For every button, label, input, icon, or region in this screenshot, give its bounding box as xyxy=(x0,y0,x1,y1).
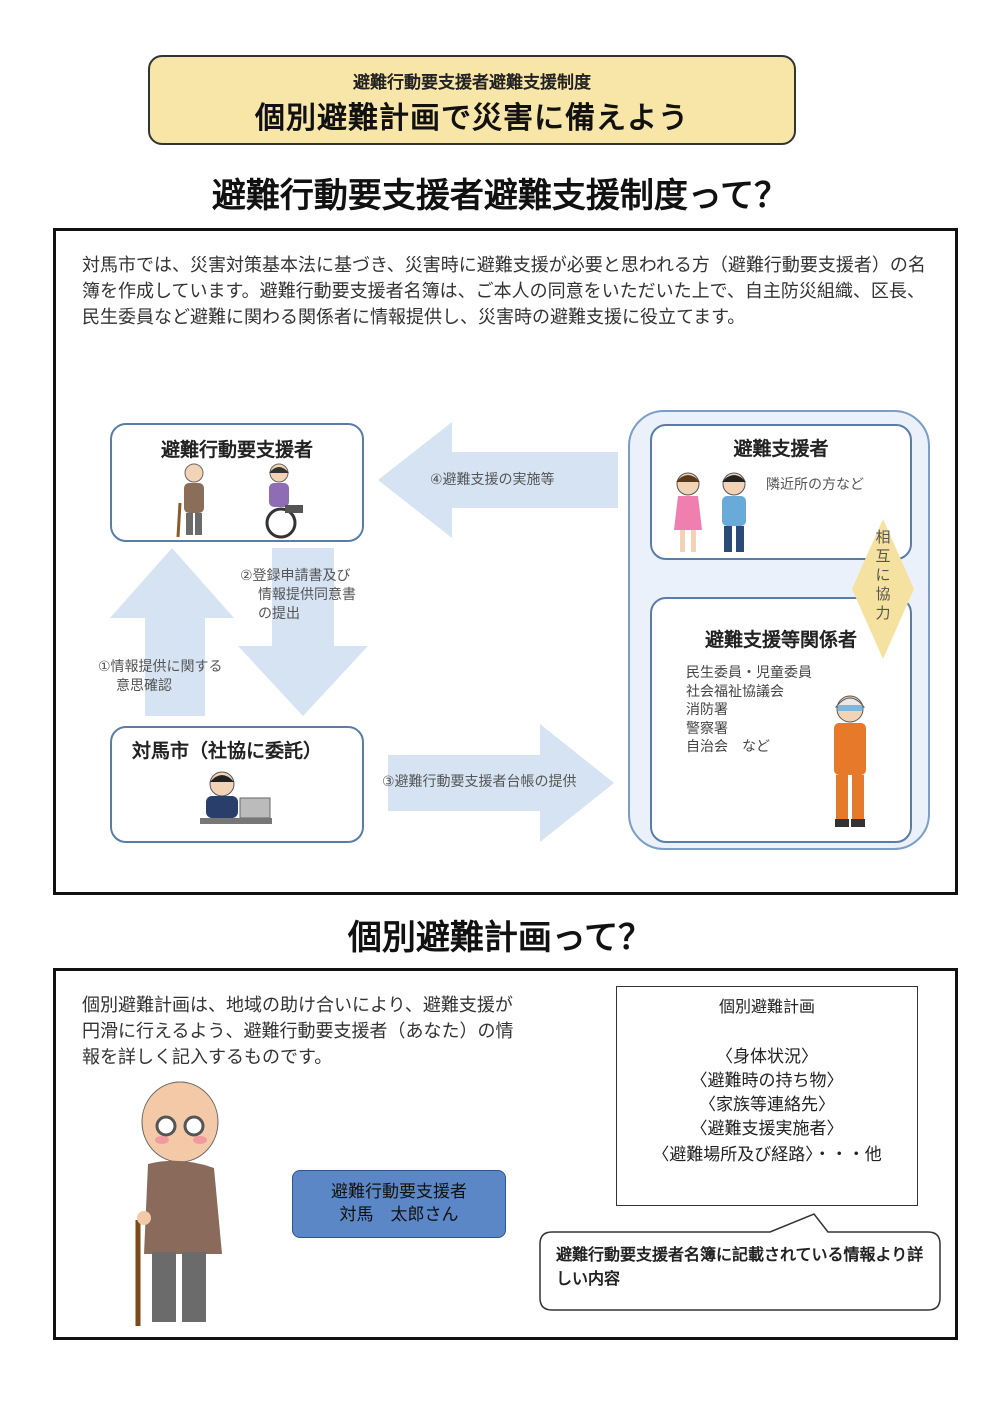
plan-item: 〈避難支援実施者〉 xyxy=(690,1119,844,1139)
elderly-man-icon xyxy=(176,463,204,538)
city-title: 対馬市（社協に委託） xyxy=(132,740,323,762)
children-icon xyxy=(674,472,746,552)
cooperation-label: 相互に協力 xyxy=(875,528,891,622)
name-card-line: 避難行動要支援者 xyxy=(331,1182,467,1202)
arrow-1-shape xyxy=(110,548,234,716)
speech-bubble xyxy=(539,1213,941,1311)
arrow-4-shape xyxy=(378,422,618,538)
banner-subtitle: 避難行動要支援者避難支援制度 xyxy=(353,73,591,93)
arrow-1-line: ①情報提供に関する xyxy=(98,659,223,675)
cooperation-diamond xyxy=(852,519,914,659)
arrow-1-line: 意思確認 xyxy=(116,678,172,694)
shiensha-title: 避難支援者 xyxy=(733,438,829,460)
shiensha-note: 隣近所の方など xyxy=(766,477,864,493)
name-card-line: 対馬 太郎さん xyxy=(339,1205,459,1225)
arrow-3-shape xyxy=(388,724,614,842)
arrow-1-label: ①情報提供に関する 意思確認 xyxy=(98,658,223,696)
youshiensha-title: 避難行動要支援者 xyxy=(160,439,313,461)
bubble-text: 避難行動要支援者名簿に記載されている情報より詳しい内容 xyxy=(556,1245,924,1288)
kankei-item: 自治会 など xyxy=(686,739,770,755)
city-worker-icon xyxy=(200,771,272,824)
section1-intro: 対馬市では、災害対策基本法に基づき、災害時に避難支援が必要と思われる方（避難行動… xyxy=(82,255,926,328)
kankei-box: 避難支援等関係者 xyxy=(650,597,912,843)
kankei-title: 避難支援等関係者 xyxy=(704,629,857,651)
arrow-2-label: ②登録申請書及び 情報提供同意書 の提出 xyxy=(240,567,356,624)
plan-item: 〈避難時の持ち物〉 xyxy=(690,1071,844,1091)
kankei-item: 社会福祉協議会 xyxy=(686,683,784,700)
arrow-2-line: 情報提供同意書 xyxy=(258,587,356,603)
kankei-item: 消防署 xyxy=(686,702,728,718)
arrow-4-label: ④避難支援の実施等 xyxy=(430,472,555,488)
arrow-3-label: ③避難行動要支援者台帳の提供 xyxy=(382,774,577,790)
kankei-item: 民生委員・児童委員 xyxy=(686,665,812,681)
elderly-man-large-icon xyxy=(135,1081,222,1326)
plan-item: 〈避難場所及び経路〉・・・他 xyxy=(652,1145,882,1165)
wheelchair-user-icon xyxy=(265,463,303,539)
arrow-2-shape xyxy=(238,548,368,716)
shiensha-box: 避難支援者 xyxy=(650,424,912,560)
section2-intro: 個別避難計画は、地域の助け合いにより、避難支援が円滑に行えるよう、避難行動要支援… xyxy=(82,995,514,1068)
arrow-2-line: の提出 xyxy=(258,606,300,622)
plan-item: 〈身体状況〉 xyxy=(716,1047,818,1067)
name-card: 避難行動要支援者 対馬 太郎さん xyxy=(292,1170,506,1238)
plan-box xyxy=(616,986,918,1206)
firefighter-icon xyxy=(834,695,866,827)
kankei-list: 民生委員・児童委員 社会福祉協議会 消防署 警察署 自治会 など xyxy=(686,664,812,757)
youshiensha-box: 避難行動要支援者 xyxy=(110,423,364,542)
arrow-2-line: ②登録申請書及び xyxy=(240,568,351,584)
section2-heading: 個別避難計画って？ xyxy=(347,918,653,958)
plan-title: 個別避難計画 xyxy=(718,997,815,1016)
title-banner: 避難行動要支援者避難支援制度 個別避難計画で災害に備えよう xyxy=(148,55,796,145)
plan-item: 〈家族等連絡先〉 xyxy=(699,1095,835,1115)
section1-heading: 避難行動要支援者避難支援制度って？ xyxy=(211,176,789,216)
kankei-item: 警察署 xyxy=(686,720,728,737)
city-box: 対馬市（社協に委託） xyxy=(110,726,364,843)
banner-title: 個別避難計画で災害に備えよう xyxy=(255,101,689,136)
